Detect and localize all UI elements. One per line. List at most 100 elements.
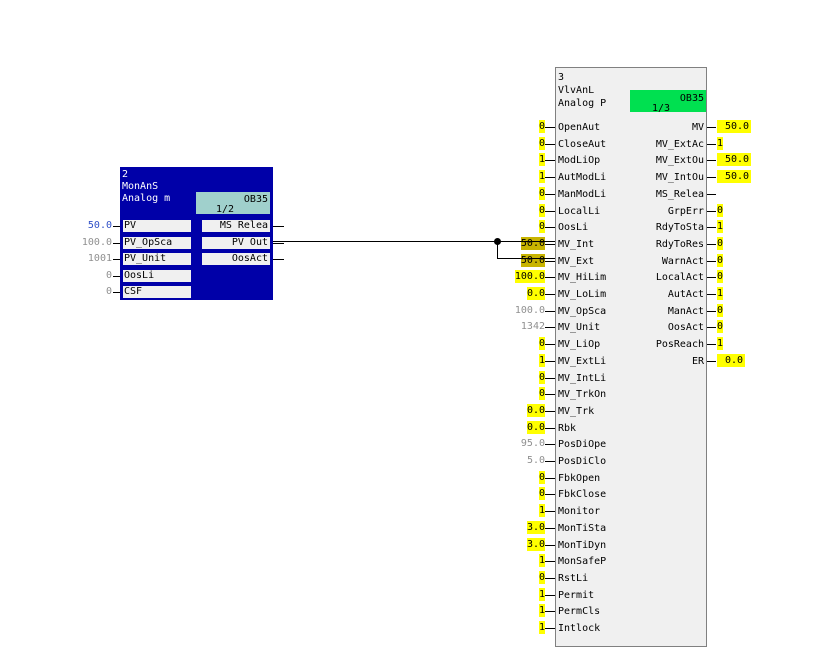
input-pin-montista[interactable]: MonTiSta bbox=[558, 522, 607, 534]
output-pin-pv-out[interactable]: PV Out bbox=[202, 236, 270, 249]
input-value[interactable]: 0.0 bbox=[526, 420, 545, 434]
input-value[interactable]: 1342 bbox=[520, 321, 545, 333]
output-pin-mv-intou[interactable]: MV_IntOu bbox=[655, 172, 704, 184]
input-pin-localli[interactable]: LocalLi bbox=[558, 205, 601, 217]
output-value[interactable]: 0 bbox=[717, 303, 724, 317]
input-value[interactable]: 3.0 bbox=[526, 520, 545, 534]
output-pin-rdytores[interactable]: RdyToRes bbox=[655, 238, 704, 250]
input-value[interactable]: 0 bbox=[538, 120, 545, 133]
output-value[interactable]: 0 bbox=[717, 203, 724, 217]
connection-line-branch[interactable] bbox=[497, 241, 498, 258]
input-value[interactable]: 1 bbox=[538, 170, 545, 184]
input-value[interactable]: 100.0 bbox=[514, 270, 545, 284]
input-value[interactable]: 100.0 bbox=[514, 304, 545, 316]
input-value[interactable]: 0 bbox=[538, 220, 545, 234]
input-pin-monitor[interactable]: Monitor bbox=[558, 506, 601, 518]
input-value[interactable]: 0 bbox=[538, 470, 545, 484]
input-value[interactable]: 1 bbox=[538, 604, 545, 618]
output-value[interactable]: 0 bbox=[717, 270, 724, 284]
output-pin-oosact[interactable]: OosAct bbox=[667, 322, 704, 334]
output-pin-autact[interactable]: AutAct bbox=[667, 289, 704, 300]
input-pin-fbkclose[interactable]: FbkClose bbox=[558, 489, 607, 501]
input-pin-manmodli[interactable]: ManModLi bbox=[558, 188, 607, 200]
input-pin-mv-intli[interactable]: MV_IntLi bbox=[558, 372, 607, 384]
input-value[interactable]: 0 bbox=[538, 370, 545, 384]
input-value[interactable]: 0.0 bbox=[526, 403, 545, 417]
input-pin-autmodli[interactable]: AutModLi bbox=[558, 172, 607, 184]
output-pin-er[interactable]: ER bbox=[691, 355, 704, 367]
output-value[interactable]: 50.0 bbox=[717, 170, 752, 184]
input-pin-pv-unit[interactable]: PV_Unit bbox=[123, 253, 191, 265]
output-pin-ms-relea[interactable]: MS_Relea bbox=[655, 188, 704, 200]
input-value[interactable]: 100.0 bbox=[81, 236, 112, 248]
input-value[interactable]: 1 bbox=[538, 587, 545, 601]
input-pin-intlock[interactable]: Intlock bbox=[558, 623, 601, 634]
output-pin-posreach[interactable]: PosReach bbox=[655, 339, 704, 351]
output-pin-oosact[interactable]: OosAct bbox=[202, 253, 270, 265]
input-value[interactable]: 0.0 bbox=[526, 287, 545, 300]
input-pin-pv-opsca[interactable]: PV_OpSca bbox=[123, 236, 191, 249]
output-value[interactable]: 1 bbox=[717, 136, 724, 150]
output-pin-manact[interactable]: ManAct bbox=[667, 305, 704, 317]
input-pin-permit[interactable]: Permit bbox=[558, 589, 595, 601]
input-value[interactable]: 0 bbox=[538, 136, 545, 150]
output-value[interactable]: 0 bbox=[717, 253, 724, 267]
input-pin-posdiope[interactable]: PosDiOpe bbox=[558, 439, 607, 451]
output-pin-rdytosta[interactable]: RdyToSta bbox=[655, 222, 704, 234]
input-pin-permcls[interactable]: PermCls bbox=[558, 606, 601, 618]
input-value[interactable]: 0 bbox=[538, 487, 545, 501]
input-value[interactable]: 1 bbox=[538, 504, 545, 518]
connection-line-branch[interactable] bbox=[497, 258, 555, 259]
input-value[interactable]: 50.0 bbox=[520, 253, 545, 267]
input-pin-mv-unit[interactable]: MV_Unit bbox=[558, 322, 601, 334]
output-value[interactable]: 50.0 bbox=[717, 120, 752, 133]
input-pin-closeaut[interactable]: CloseAut bbox=[558, 138, 607, 150]
input-pin-posdiclo[interactable]: PosDiClo bbox=[558, 456, 607, 467]
output-pin-warnact[interactable]: WarnAct bbox=[661, 255, 704, 267]
input-value[interactable]: 0 bbox=[538, 203, 545, 217]
input-pin-montidyn[interactable]: MonTiDyn bbox=[558, 539, 607, 551]
input-pin-mv-opsca[interactable]: MV_OpSca bbox=[558, 305, 607, 317]
input-pin-oosli[interactable]: OosLi bbox=[558, 222, 589, 234]
input-pin-csf[interactable]: CSF bbox=[123, 286, 191, 298]
input-value[interactable]: 0 bbox=[105, 269, 112, 281]
input-value[interactable]: 1 bbox=[538, 353, 545, 367]
output-value[interactable]: 1 bbox=[717, 287, 724, 300]
input-pin-mv-extli[interactable]: MV_ExtLi bbox=[558, 355, 607, 367]
output-value[interactable]: 0 bbox=[717, 320, 724, 334]
output-value[interactable]: 1 bbox=[717, 220, 724, 234]
input-pin-openaut[interactable]: OpenAut bbox=[558, 122, 601, 133]
input-value[interactable]: 1 bbox=[538, 554, 545, 568]
input-pin-rbk[interactable]: Rbk bbox=[558, 422, 577, 434]
input-pin-mv-int[interactable]: MV_Int bbox=[558, 238, 595, 250]
input-value[interactable]: 0 bbox=[538, 387, 545, 401]
output-value[interactable]: 50.0 bbox=[717, 153, 752, 167]
input-pin-mv-lolim[interactable]: MV_LoLim bbox=[558, 289, 607, 300]
output-pin-mv-extou[interactable]: MV_ExtOu bbox=[655, 155, 704, 167]
input-pin-fbkopen[interactable]: FbkOpen bbox=[558, 472, 601, 484]
input-value[interactable]: 0 bbox=[538, 570, 545, 584]
input-value[interactable]: 50.0 bbox=[87, 220, 112, 231]
input-pin-rstli[interactable]: RstLi bbox=[558, 572, 589, 584]
input-pin-mv-liop[interactable]: MV_LiOp bbox=[558, 339, 601, 351]
input-value[interactable]: 1 bbox=[538, 153, 545, 167]
output-value[interactable]: 0 bbox=[717, 236, 724, 250]
output-pin-grperr[interactable]: GrpErr bbox=[667, 205, 704, 217]
input-value[interactable]: 0 bbox=[538, 337, 545, 351]
output-value[interactable]: 0.0 bbox=[717, 353, 746, 367]
input-value[interactable]: 95.0 bbox=[520, 438, 545, 450]
input-pin-mv-trkon[interactable]: MV_TrkOn bbox=[558, 389, 607, 401]
output-value[interactable]: 1 bbox=[717, 337, 724, 351]
input-pin-monsafep[interactable]: MonSafeP bbox=[558, 556, 607, 568]
input-pin-pv[interactable]: PV bbox=[123, 220, 191, 232]
input-value[interactable]: 0 bbox=[538, 186, 545, 200]
output-pin-ms-relea[interactable]: MS Relea bbox=[202, 220, 270, 232]
input-pin-mv-hilim[interactable]: MV_HiLim bbox=[558, 272, 607, 284]
input-value[interactable]: 1 bbox=[538, 621, 545, 634]
output-pin-localact[interactable]: LocalAct bbox=[655, 272, 704, 284]
output-pin-mv[interactable]: MV bbox=[691, 122, 704, 133]
input-pin-mv-ext[interactable]: MV_Ext bbox=[558, 255, 595, 267]
input-value[interactable]: 50.0 bbox=[520, 236, 545, 250]
